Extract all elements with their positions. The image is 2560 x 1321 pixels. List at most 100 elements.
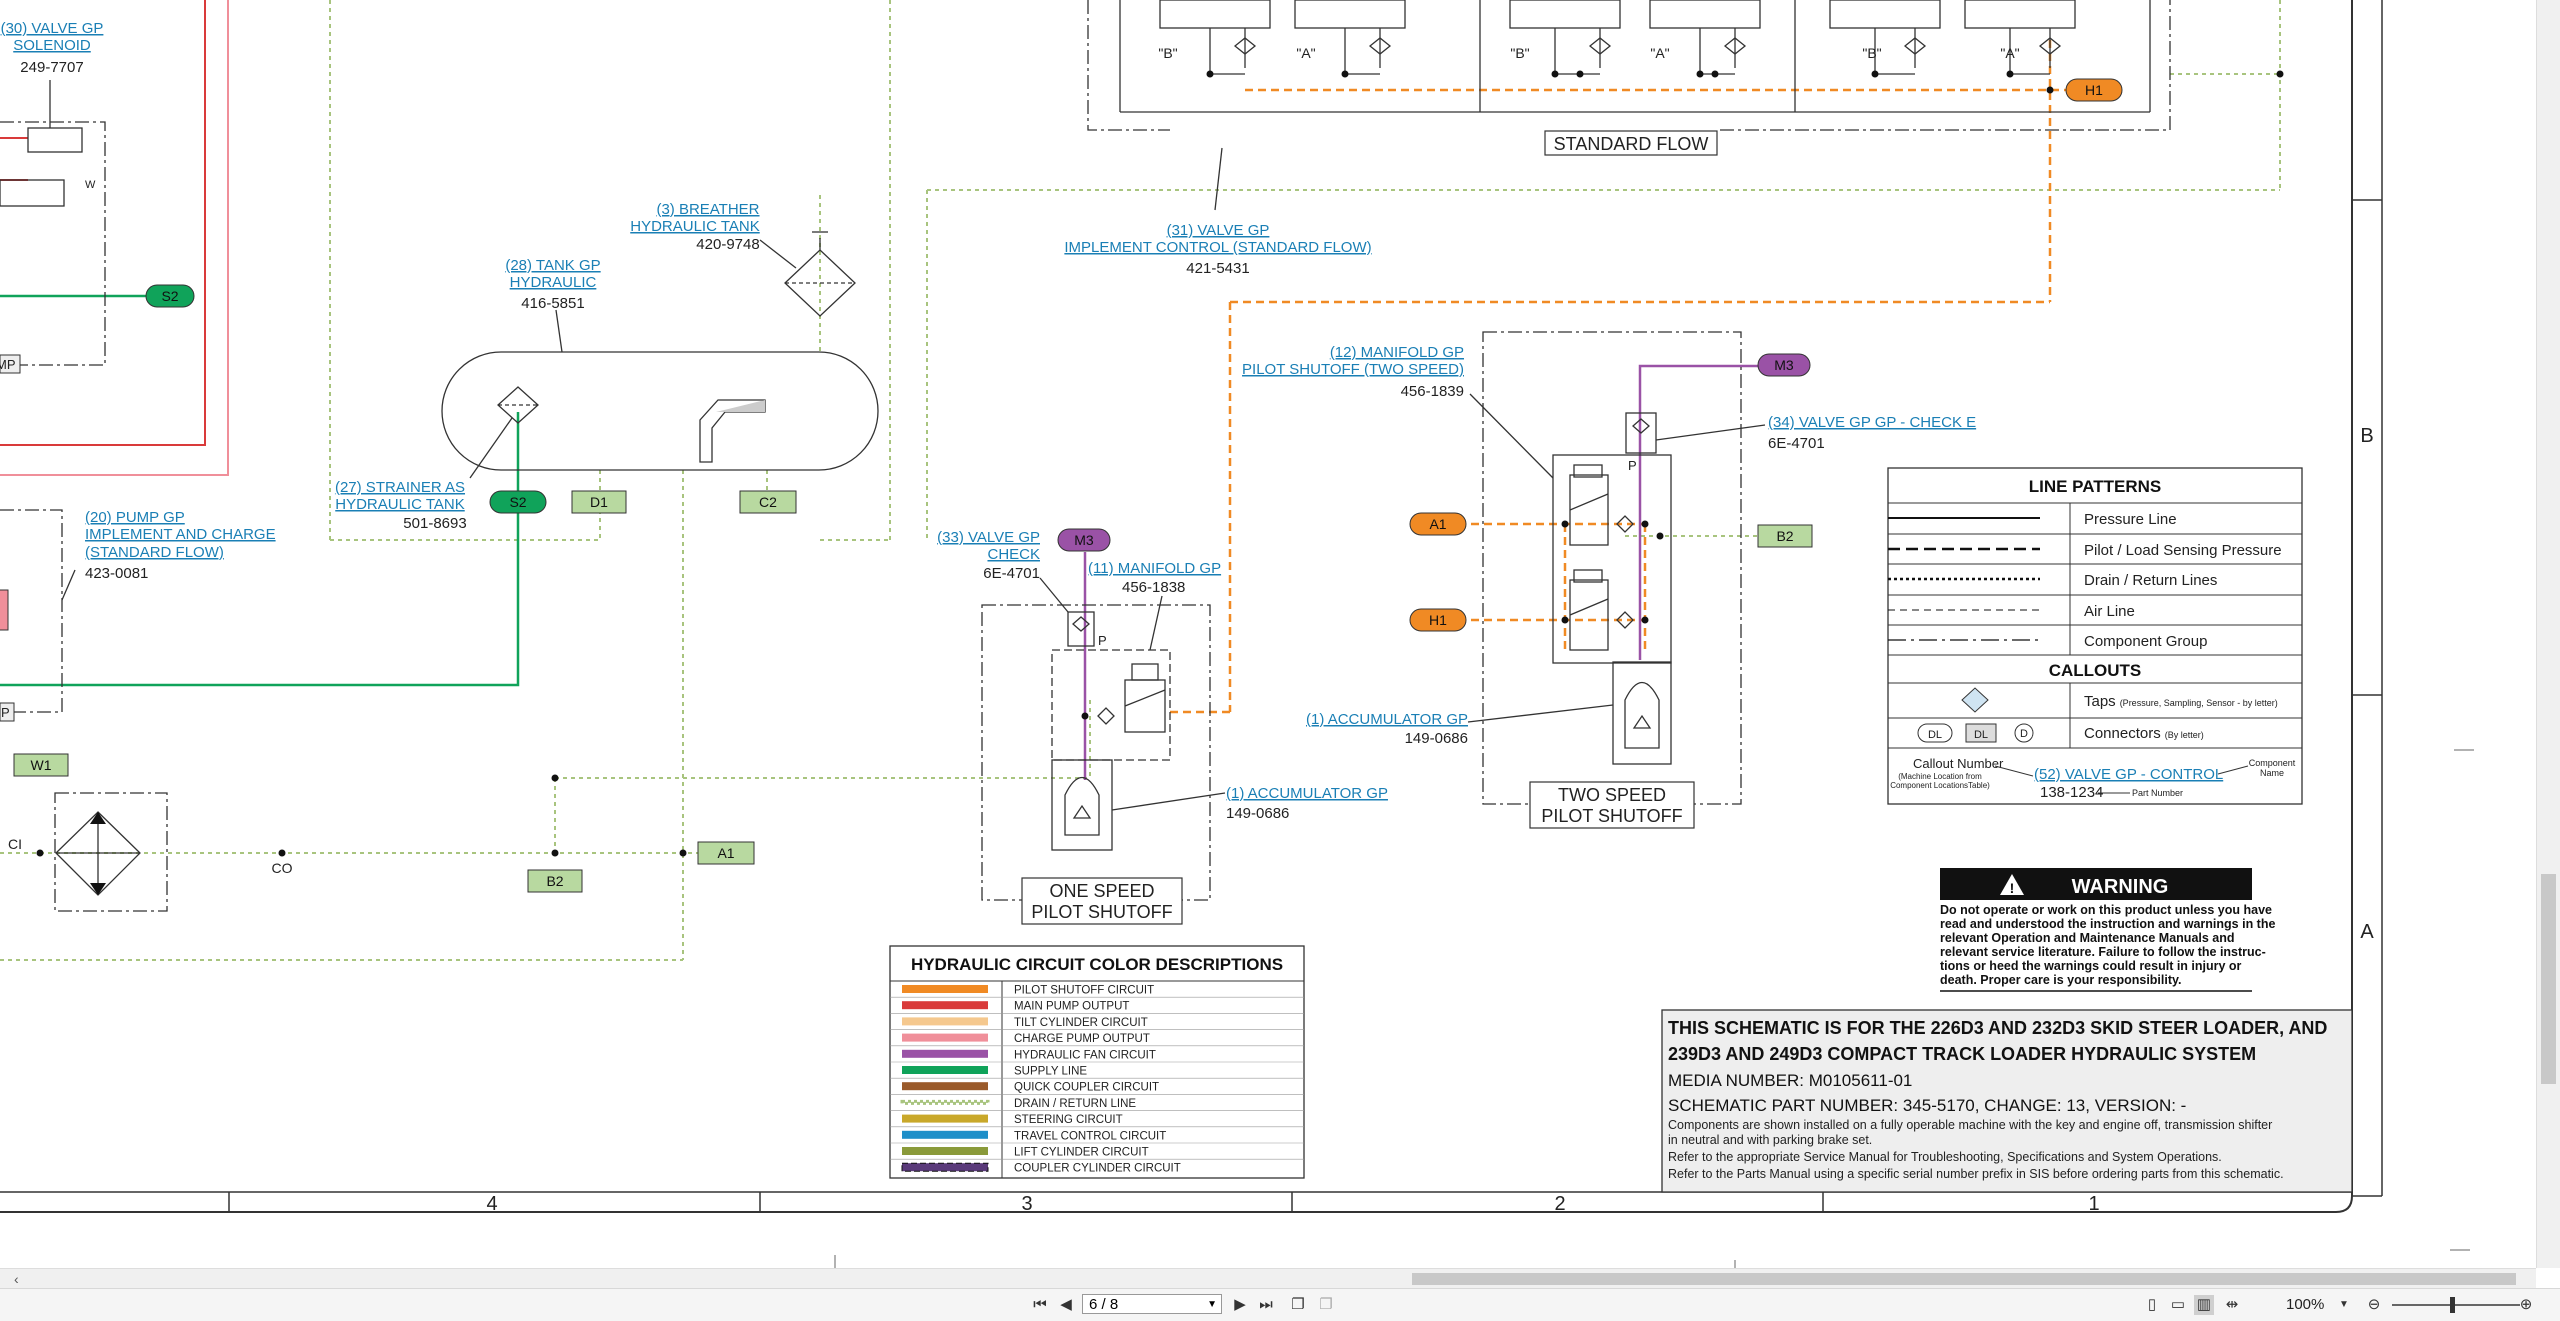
legend-pilot: Pilot / Load Sensing Pressure (2084, 542, 2282, 559)
color-swatch (902, 1033, 988, 1042)
color-label: PILOT SHUTOFF CIRCUIT (1014, 985, 1154, 997)
legend-pressure: Pressure Line (2084, 511, 2177, 528)
color-swatch (902, 1114, 988, 1123)
title-line2: 239D3 AND 249D3 COMPACT TRACK LOADER HYD… (1668, 1044, 2256, 1064)
continuous-page-icon[interactable]: ▭ (2170, 1296, 2186, 1313)
color-label: TRAVEL CONTROL CIRCUIT (1014, 1130, 1166, 1142)
zone-col-3: 3 (1021, 1193, 1032, 1215)
part-number-note: Part Number (2132, 788, 2183, 798)
zoom-out-icon[interactable]: ⊖ (2367, 1296, 2381, 1313)
component-name-note: Component (2249, 758, 2296, 768)
zone-col-2: 2 (1554, 1193, 1565, 1215)
valve31-name[interactable]: IMPLEMENT CONTROL (STANDARD FLOW) (1064, 239, 1371, 256)
pump-name[interactable]: (STANDARD FLOW) (85, 544, 224, 561)
color-swatch (902, 1147, 988, 1155)
title-note: in neutral and with parking brake set. (1668, 1133, 1872, 1147)
copy-icon[interactable]: ❐ (1291, 1296, 1305, 1313)
color-label: LIFT CYLINDER CIRCUIT (1014, 1147, 1149, 1159)
example-part: 138-1234 (2040, 784, 2103, 801)
component-name-note: Name (2260, 768, 2284, 778)
color-label: HYDRAULIC FAN CIRCUIT (1014, 1049, 1156, 1061)
mp-connector: MP (0, 357, 16, 372)
zoom-in-icon[interactable]: ⊕ (2519, 1296, 2533, 1313)
co-label: CO (272, 860, 293, 876)
pump-name[interactable]: (20) PUMP GP (85, 509, 185, 526)
color-swatch (901, 1162, 989, 1172)
zone-row-a: A (2360, 921, 2374, 943)
vertical-scroll-thumb[interactable] (2541, 874, 2556, 1084)
pump-part: 423-0081 (85, 565, 148, 582)
breather-name[interactable]: (3) BREATHER (656, 201, 759, 218)
strainer-name[interactable]: (27) STRAINER AS (335, 479, 465, 496)
color-label: MAIN PUMP OUTPUT (1014, 1001, 1129, 1013)
acc1b-name[interactable]: (1) ACCUMULATOR GP (1306, 711, 1468, 728)
m3-connector: M3 (1774, 357, 1794, 373)
zoom-slider-handle[interactable] (2450, 1297, 2455, 1313)
w1-connector: W1 (31, 757, 52, 773)
port-a-label: "A" (2000, 45, 2019, 61)
zoom-level: 100% (2286, 1296, 2325, 1313)
legend-drain: Drain / Return Lines (2084, 572, 2217, 589)
example-callout-name[interactable]: (52) VALVE GP - CONTROL (2034, 766, 2223, 783)
warning-line: death. Proper care is your responsibilit… (1940, 973, 2182, 987)
previous-page-icon[interactable]: ◀ (1060, 1296, 1072, 1313)
vertical-scrollbar[interactable] (2536, 0, 2560, 1268)
color-label: SUPPLY LINE (1014, 1066, 1087, 1078)
one-speed-label: ONE SPEED (1049, 881, 1154, 901)
paste-icon[interactable]: ❐ (1319, 1296, 1333, 1313)
single-page-icon[interactable]: ▯ (2147, 1296, 2157, 1313)
color-swatch (902, 985, 988, 993)
scroll-left-icon[interactable]: ‹ (14, 1271, 19, 1287)
dl-tag: DL (1974, 729, 1988, 741)
check34-name[interactable]: (34) VALVE GP GP - CHECK E (1768, 414, 1976, 431)
zoom-dropdown-icon[interactable]: ▼ (2339, 1299, 2349, 1310)
manifold11-name[interactable]: (11) MANIFOLD GP (1088, 560, 1221, 577)
color-label: TILT CYLINDER CIRCUIT (1014, 1017, 1148, 1029)
connectors-text: Connectors (2084, 725, 2161, 742)
check33-name[interactable]: (33) VALVE GP (937, 529, 1040, 546)
m3-connector: M3 (1074, 532, 1094, 548)
valve30-part: 249-7707 (20, 59, 83, 76)
color-swatch (900, 1099, 990, 1105)
strainer-part: 501-8693 (403, 515, 466, 532)
valve30-name[interactable]: SOLENOID (13, 37, 91, 54)
color-label: QUICK COUPLER CIRCUIT (1014, 1082, 1159, 1094)
two-page-icon[interactable]: ▥ (2194, 1295, 2214, 1315)
manifold12-name[interactable]: (12) MANIFOLD GP (1330, 344, 1464, 361)
valve30-name[interactable]: (30) VALVE GP (1, 20, 104, 37)
tank-part: 416-5851 (521, 295, 584, 312)
p-label: P (1628, 458, 1637, 473)
warning-line: Do not operate or work on this product u… (1940, 903, 2272, 917)
tank-name[interactable]: HYDRAULIC (510, 274, 597, 291)
taps-label: Taps(Pressure, Sampling, Sensor - by let… (2084, 693, 2278, 710)
acc1a-name[interactable]: (1) ACCUMULATOR GP (1226, 785, 1388, 802)
horizontal-scroll-thumb[interactable] (1412, 1273, 2516, 1285)
first-page-icon[interactable]: ⏮ (1033, 1296, 1047, 1313)
page-number-input[interactable]: 6 / 8▼ (1082, 1294, 1222, 1314)
chevron-down-icon[interactable]: ▼ (1207, 1299, 1217, 1310)
last-page-icon[interactable]: ⏭ (1259, 1296, 1273, 1313)
legend-title: LINE PATTERNS (2029, 477, 2162, 496)
valve31-name[interactable]: (31) VALVE GP (1167, 222, 1270, 239)
strainer-name[interactable]: HYDRAULIC TANK (335, 496, 464, 513)
check34-part: 6E-4701 (1768, 435, 1825, 452)
b2-connector: B2 (546, 873, 563, 889)
breather-name[interactable]: HYDRAULIC TANK (630, 218, 759, 235)
document-viewport[interactable]: 4 3 2 1 B A (0, 0, 2536, 1268)
drain-return-lines (0, 0, 2281, 961)
color-label: STEERING CIRCUIT (1014, 1114, 1123, 1126)
horizontal-scrollbar[interactable]: ‹ (0, 1268, 2536, 1289)
c2-connector: C2 (759, 494, 777, 510)
valve31-part: 421-5431 (1186, 260, 1249, 277)
fit-width-icon[interactable]: ⇹ (2225, 1296, 2239, 1313)
port-a-label: "A" (1296, 45, 1315, 61)
two-speed-label: PILOT SHUTOFF (1541, 806, 1682, 826)
next-page-icon[interactable]: ▶ (1234, 1296, 1246, 1313)
tank-name[interactable]: (28) TANK GP (505, 257, 600, 274)
manifold12-name[interactable]: PILOT SHUTOFF (TWO SPEED) (1242, 361, 1464, 378)
h1-connector: H1 (1429, 612, 1447, 628)
pump-name[interactable]: IMPLEMENT AND CHARGE (85, 526, 276, 543)
check33-name[interactable]: CHECK (987, 546, 1040, 563)
zoom-slider[interactable] (2392, 1304, 2520, 1306)
line-patterns-legend: LINE PATTERNS Pressure Line Pilot / Load… (1887, 467, 2303, 805)
